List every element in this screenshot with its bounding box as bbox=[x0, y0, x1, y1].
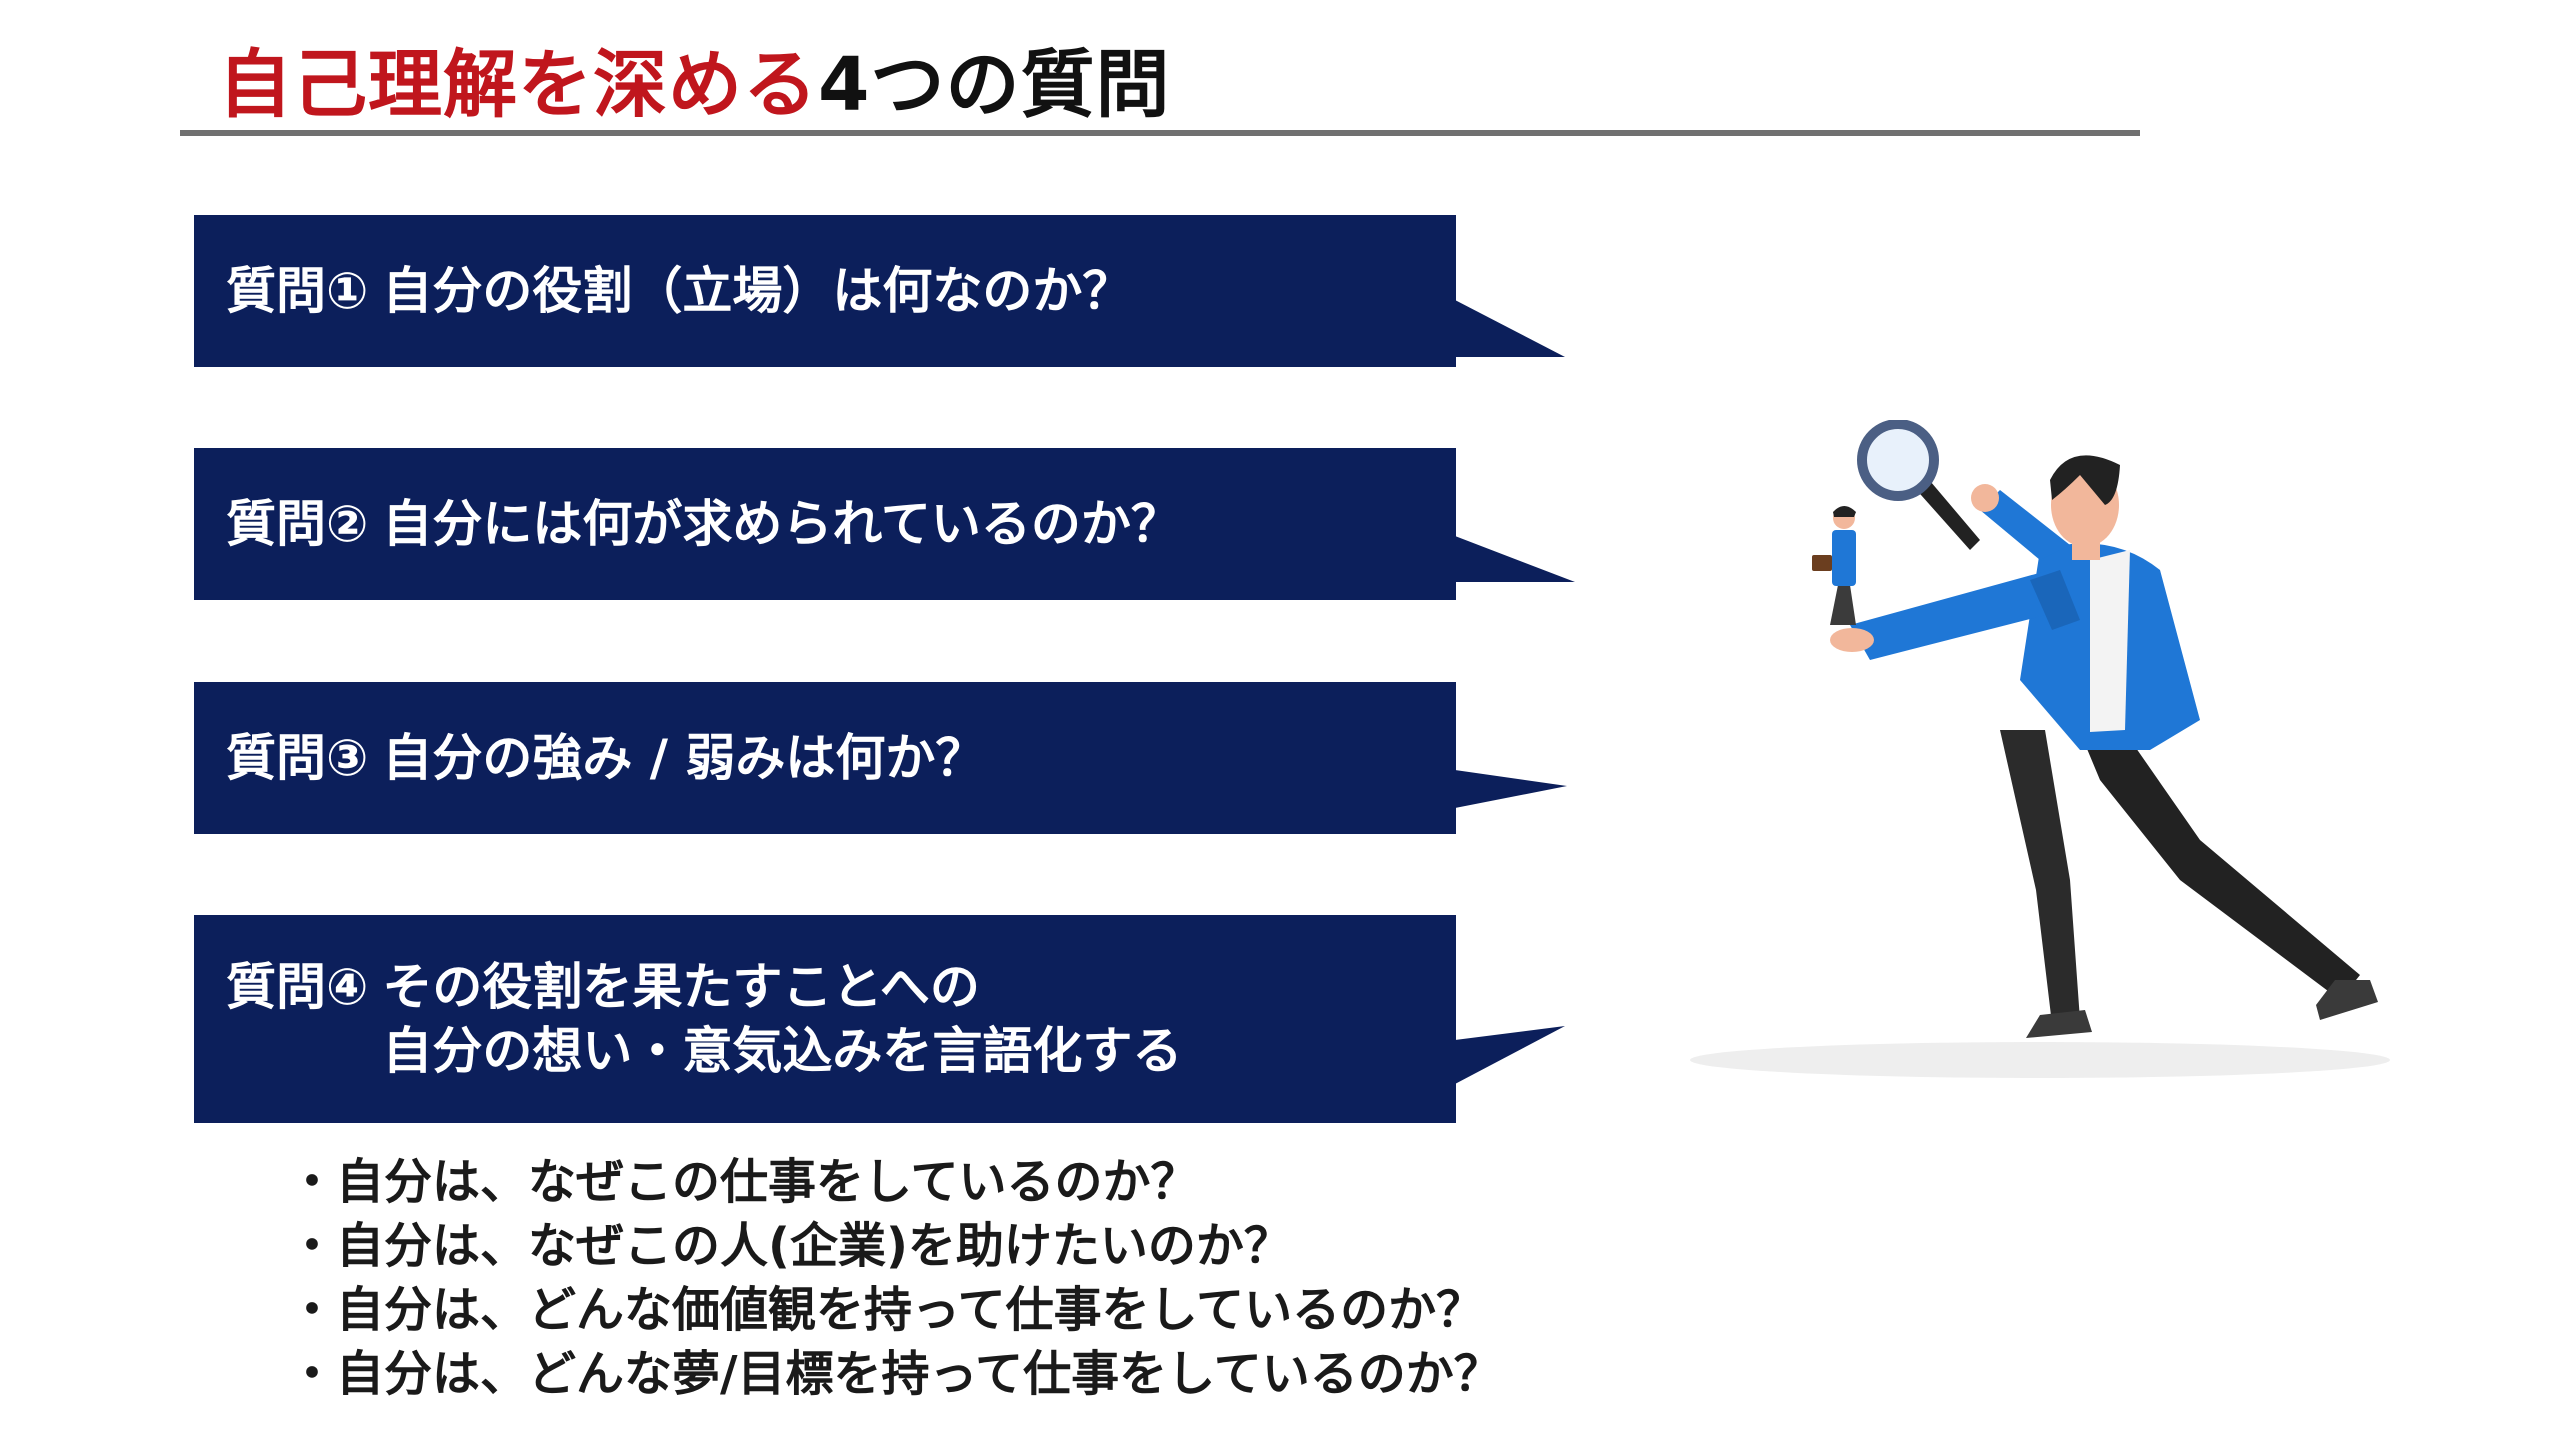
list-item: ・自分は、どんな価値観を持って仕事をしているのか？ bbox=[288, 1278, 1502, 1342]
speech-tail-1 bbox=[1455, 300, 1565, 357]
title-accent: 自己理解を深める bbox=[218, 42, 818, 128]
speech-tail-2 bbox=[1455, 536, 1575, 582]
bullet-text: 自分は、なぜこの仕事をしているのか？ bbox=[336, 1154, 1199, 1210]
title-divider bbox=[180, 130, 2140, 136]
list-item: ・自分は、なぜこの人(企業)を助けたいのか？ bbox=[288, 1214, 1502, 1278]
question-label: 質問④ bbox=[226, 958, 369, 1016]
list-item: ・自分は、どんな夢/目標を持って仕事をしているのか？ bbox=[288, 1342, 1502, 1406]
man-with-magnifying-glass-icon bbox=[1690, 420, 2390, 1078]
bullet-marker: ・ bbox=[288, 1346, 337, 1402]
page-title: 自己理解を深める4つの質問 bbox=[218, 30, 1171, 140]
question-bubble-4: 質問④ その役割を果たすことへの 自分の想い・意気込みを言語化する bbox=[194, 915, 1456, 1123]
bullet-marker: ・ bbox=[288, 1218, 337, 1274]
question-label: 質問③ bbox=[226, 729, 369, 787]
question-text: 自分の強み / 弱みは何か？ bbox=[382, 729, 986, 787]
question-label: 質問① bbox=[226, 262, 369, 320]
question-text: 自分には何が求められているのか？ bbox=[382, 495, 1181, 553]
question-text-line-1: その役割を果たすことへの bbox=[382, 958, 980, 1016]
title-rest: 4つの質問 bbox=[818, 42, 1171, 128]
question-label: 質問② bbox=[226, 495, 369, 553]
bullet-text: 自分は、どんな夢/目標を持って仕事をしているのか？ bbox=[336, 1346, 1502, 1402]
bullet-text: 自分は、どんな価値観を持って仕事をしているのか？ bbox=[336, 1282, 1485, 1338]
list-item: ・自分は、なぜこの仕事をしているのか？ bbox=[288, 1150, 1502, 1214]
bullet-marker: ・ bbox=[288, 1282, 337, 1338]
question-text-line-2: 自分の想い・意気込みを言語化する bbox=[382, 1022, 1183, 1080]
reflection-bullet-list: ・自分は、なぜこの仕事をしているのか？ ・自分は、なぜこの人(企業)を助けたいの… bbox=[288, 1150, 1502, 1406]
speech-tail-4 bbox=[1455, 1026, 1565, 1084]
bullet-text: 自分は、なぜこの人(企業)を助けたいのか？ bbox=[336, 1218, 1292, 1274]
bullet-marker: ・ bbox=[288, 1154, 337, 1210]
question-text: 自分の役割（立場）は何なのか？ bbox=[382, 262, 1133, 320]
speech-tail-3 bbox=[1455, 770, 1567, 808]
